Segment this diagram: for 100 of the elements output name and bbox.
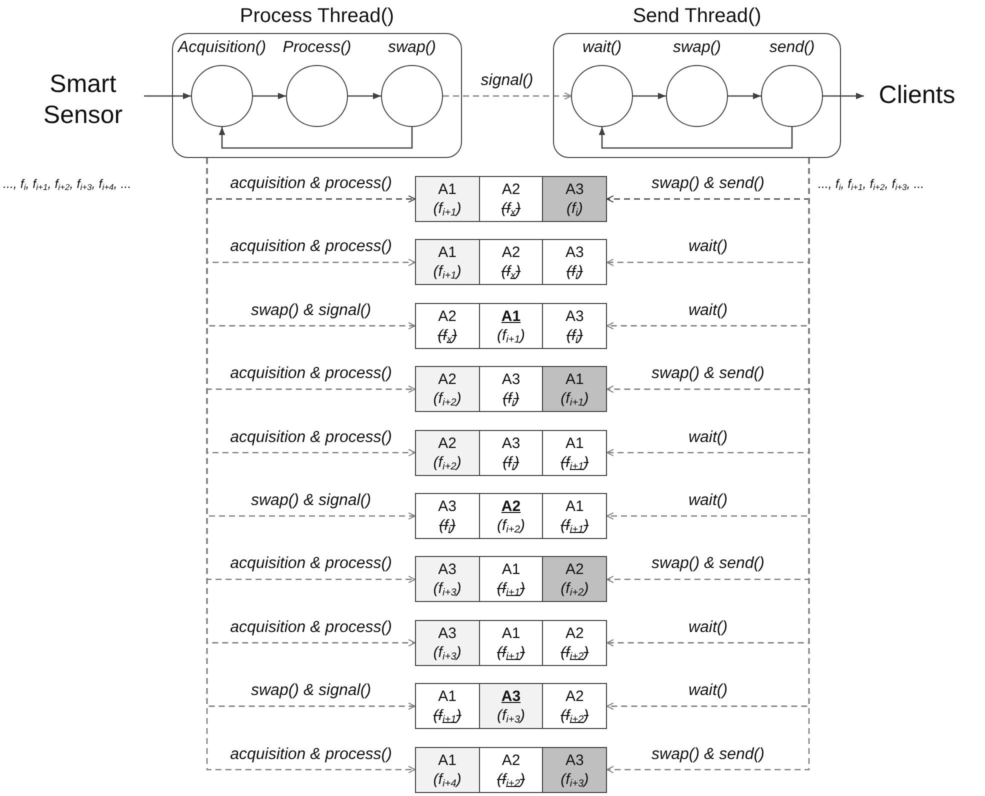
edge-label: wait(): [686, 681, 730, 702]
function-label: swap(): [388, 38, 436, 58]
frame-sequence: ..., f$_{i}$, f$_{i+1}$, f$_{i+2}$, f$_{i+3}$, f$_{i+4}$, ...: [3, 176, 132, 193]
buffer-cell: [416, 367, 479, 412]
buffer-cell: [542, 557, 606, 602]
buffer-cell: [416, 430, 479, 475]
buffer-cell: [416, 557, 479, 602]
buffer-cell: [478, 430, 542, 475]
buffer-row: [415, 430, 607, 476]
frame-index: (f$_{i+2}$): [496, 516, 526, 535]
buffer-cell: [478, 494, 542, 538]
buffer-cell: [416, 177, 479, 221]
buffer-row: [415, 176, 607, 222]
frame-sequence: ..., f$_{i}$, f$_{i+1}$, f$_{i+2}$, f$_{i+3}$, ...: [818, 176, 924, 193]
dashed-arrow: [443, 92, 572, 100]
frame-index: (f$_{i+2}$): [560, 579, 589, 598]
buffer-name: A3: [566, 750, 584, 770]
buffer-cell: [478, 304, 542, 348]
buffer-cell: [542, 177, 606, 221]
frame-index: (f$_{i+1}$): [560, 389, 589, 408]
buffer-name: A2: [438, 434, 457, 453]
buffer-name: A2: [502, 750, 520, 770]
frame-index: (f$_{i+3}$): [433, 642, 462, 662]
buffer-name: A1: [438, 180, 457, 199]
buffer-name: A3: [501, 687, 521, 706]
frame-index: (f$_{i+2}$): [433, 389, 462, 408]
buffer-name: A1: [438, 750, 457, 770]
arrow: [218, 127, 413, 149]
edge-label: wait(): [686, 491, 730, 511]
buffer-row: [415, 746, 607, 793]
edge-label: swap() & send(): [650, 744, 766, 765]
frame-index: (f$_{i+3}$): [560, 770, 589, 789]
buffer-name: A1: [438, 243, 457, 262]
buffer-row: [415, 239, 607, 286]
buffer-name: A1: [566, 434, 584, 453]
buffer-name: A3: [566, 306, 584, 326]
arrow: [253, 92, 286, 100]
edge-label: signal(): [478, 71, 536, 91]
function-label: Process(): [282, 38, 352, 58]
frame-index: (f$_{i+1}$): [433, 262, 462, 282]
edge-label: swap() & send(): [650, 364, 766, 384]
function-label: send(): [769, 38, 815, 58]
edge-label: acquisition & process(): [228, 618, 394, 638]
edge-label: wait(): [686, 428, 730, 448]
edge-label: acquisition & process(): [228, 744, 394, 765]
source-text: Smart Sensor: [22, 68, 144, 132]
function-label: Acquisition(): [178, 38, 266, 58]
buffer-cell: [542, 367, 606, 412]
buffer-name: A1: [502, 624, 520, 643]
arrow: [598, 127, 793, 149]
buffer-name: A1: [566, 370, 584, 390]
buffer-row: [415, 366, 607, 412]
buffer-cell: [478, 367, 542, 412]
buffer-row: [415, 493, 607, 539]
edge-label: acquisition & process(): [228, 364, 394, 384]
frame-index: (f$_{i}$): [566, 326, 583, 345]
arrow: [728, 92, 761, 100]
buffer-cell: [478, 684, 542, 728]
buffer-name: A3: [502, 370, 520, 390]
frame-index: (f$_{i+1}$): [433, 199, 462, 218]
buffer-row: [415, 620, 607, 666]
edge-label: acquisition & process(): [228, 174, 394, 194]
frame-index: (f$_{i+3}$): [496, 706, 526, 726]
edge-label: swap() & signal(): [248, 491, 374, 511]
buffer-name: A3: [438, 624, 457, 643]
buffer-cell: [542, 748, 606, 792]
edge-label: swap() & signal(): [248, 681, 374, 702]
thread-title: Send Thread(): [632, 4, 762, 29]
buffer-name: A3: [438, 560, 457, 580]
function-label: wait(): [582, 38, 622, 58]
buffer-name: A2: [501, 497, 521, 516]
frame-index: (f$_{i}$): [566, 199, 583, 218]
buffer-row: [415, 556, 607, 602]
buffer-name: A2: [566, 624, 584, 643]
frame-index: (f$_{i+2}$): [433, 452, 462, 472]
arrow: [348, 92, 381, 100]
buffer-name: A3: [438, 497, 457, 516]
buffer-name: A2: [566, 560, 584, 580]
edge-label: acquisition & process(): [228, 428, 394, 448]
edge-label: wait(): [686, 237, 730, 258]
edge-label: swap() & send(): [650, 174, 766, 194]
edge-label: acquisition & process(): [228, 554, 394, 574]
edge-label: swap() & signal(): [248, 300, 374, 321]
buffer-row: [415, 302, 607, 349]
edge-label: wait(): [686, 300, 730, 321]
buffer-name: A1: [501, 306, 521, 326]
edge-label: acquisition & process(): [228, 237, 394, 258]
buffer-name: A3: [566, 180, 584, 199]
frame-index: (f$_{i+3}$): [433, 579, 462, 598]
arrow: [823, 92, 864, 100]
buffer-name: A1: [438, 687, 457, 706]
sink-text: Clients: [864, 78, 970, 114]
buffer-name: A2: [438, 306, 457, 326]
buffer-name: A1: [566, 497, 584, 516]
buffer-name: A2: [502, 243, 520, 262]
buffer-cell: [478, 620, 542, 665]
frame-index: (f$_{i+4}$): [433, 770, 462, 789]
edge-label: swap() & send(): [650, 554, 766, 574]
buffer-name: A2: [438, 370, 457, 390]
buffer-name: A2: [566, 687, 584, 706]
